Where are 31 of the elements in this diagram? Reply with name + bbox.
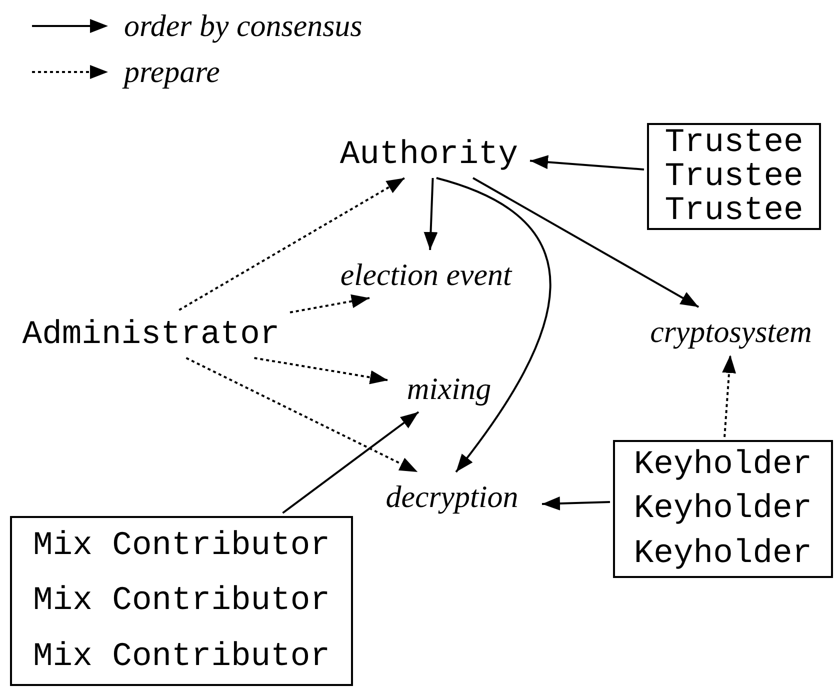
legend-label: order by consensus: [124, 10, 362, 41]
role-label: Trustee: [664, 194, 804, 228]
role-box: [613, 440, 833, 578]
role-label: Keyholder: [634, 537, 812, 570]
arrow: [722, 354, 736, 438]
arrow: [290, 294, 370, 314]
role-label: Trustee: [664, 160, 804, 193]
role-label: Keyholder: [634, 492, 812, 526]
actor-label: Authority: [334, 136, 524, 172]
arrow: [282, 411, 420, 514]
arrow: [472, 177, 700, 308]
object-label: cryptosystem: [631, 313, 831, 349]
object-label: mixing: [394, 370, 504, 406]
role-label: Mix Contributor: [32, 529, 330, 562]
object-label: decryption: [368, 478, 536, 514]
role-label: Mix Contributor: [32, 640, 330, 673]
arrow: [542, 496, 610, 510]
object-label: election event: [331, 256, 521, 292]
role-box: [10, 516, 353, 686]
role-label: Mix Contributor: [32, 584, 330, 618]
actor-label: Administrator: [18, 316, 284, 352]
arrow: [178, 177, 406, 311]
role-label: Trustee: [664, 126, 804, 159]
legend-label: prepare: [124, 56, 220, 87]
arrow: [254, 357, 388, 384]
arrow: [424, 178, 438, 250]
role-box: [647, 123, 821, 230]
arrow: [436, 177, 552, 473]
role-label: Keyholder: [634, 448, 812, 481]
arrow: [186, 357, 418, 473]
arrow: [530, 155, 644, 170]
